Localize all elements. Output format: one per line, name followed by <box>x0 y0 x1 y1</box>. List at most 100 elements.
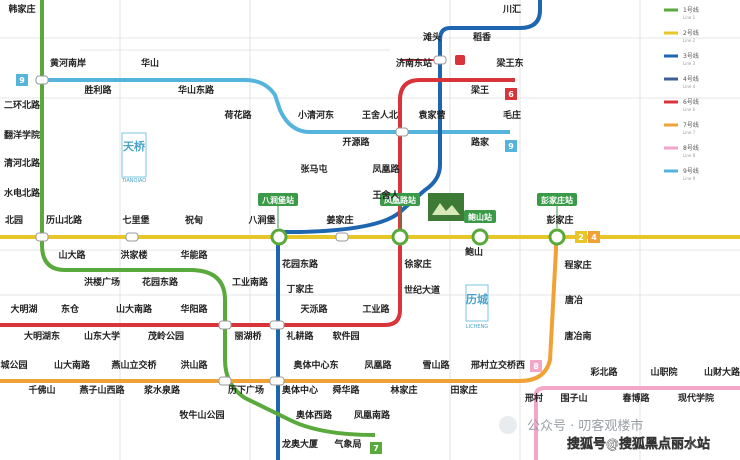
tag-l9-left: 9 <box>19 76 25 85</box>
legend-label-5: 6号线 <box>683 98 699 106</box>
legend-label-4: 4号线 <box>683 75 699 83</box>
station-label-xiandai_xueyuan: 现代学院 <box>678 392 714 404</box>
station-label-jiangquan: 浆水泉路 <box>143 384 181 396</box>
station-label-wangshe: 王舍人 <box>372 189 400 201</box>
station-label-huashan_donglu: 华山东路 <box>178 84 215 96</box>
station-label-lihuaqiao: 丽湖桥 <box>234 330 262 342</box>
badge-ganshan: 鲍山站 <box>464 210 496 223</box>
station-label-maozhuang_gy: 茂岭公园 <box>147 330 184 342</box>
station-label-shandong_daxue: 山东大学 <box>84 330 120 342</box>
station-label-ruanjianlu: 软件园 <box>332 330 359 342</box>
station-label-bei_quan: 北园 <box>5 214 23 226</box>
station-label-wangshe_bei: 王舍人北 <box>362 109 398 121</box>
station-label-hongshanlu: 洪山路 <box>180 359 208 371</box>
station-label-caibeilu: 彩北路 <box>589 366 618 378</box>
watermark-line1: 公众号 · 叨客观楼市 <box>527 418 643 434</box>
district-tianqiao-zh: 天桥 <box>123 139 146 153</box>
legend-en-4: Line 4 <box>683 84 696 89</box>
station-label-maozhuang: 毛庄 <box>503 109 521 121</box>
station-label-huayang: 华阳路 <box>180 303 208 315</box>
district-tianqiao: 天桥 TIANQIAO <box>121 132 147 184</box>
station-label-hongjialou: 洪家楼 <box>120 249 147 261</box>
station-label-yanshan_lijiao: 燕山立交桥 <box>111 359 157 371</box>
station-label-shanda_nan: 山大南路 <box>116 303 153 315</box>
station-label-xingcun: 邢村立交桥西 <box>471 359 525 371</box>
station-label-fanyang: 翻洋学院 <box>4 129 40 141</box>
legend-label-7: 8号线 <box>683 144 699 152</box>
station-label-huashan: 华山 <box>141 57 159 69</box>
station-label-shanda_nanlu: 山大南路 <box>54 359 91 371</box>
station-label-tianjiazhuang: 田家庄 <box>450 384 477 396</box>
station-label-weizishan: 围子山 <box>560 392 587 404</box>
station-label-tanghenanl: 唐冶南 <box>564 330 591 342</box>
legend-label-6: 7号线 <box>683 121 699 129</box>
legend-en-5: Line 6 <box>683 107 696 112</box>
station-label-hanjiazhuang: 韩家庄 <box>8 3 35 15</box>
station-label-damingh: 大明湖 <box>10 303 37 315</box>
district-licheng-zh: 历城 <box>466 292 488 306</box>
jinan-east-marker <box>455 55 465 65</box>
station-label-ligenglu: 礼耕路 <box>286 330 314 342</box>
station-label-linjiazhuang: 林家庄 <box>390 384 417 396</box>
station-label-qingheng: 清河北路 <box>4 157 41 169</box>
legend-label-1: 1号线 <box>683 6 699 14</box>
station-label-shanda_lu: 山大路 <box>58 249 86 261</box>
station-label-daminghu_dong: 大明湖东 <box>24 330 60 342</box>
svg-text:彭家庄站: 彭家庄站 <box>541 195 573 205</box>
station-label-daoxiang: 稻香 <box>473 31 492 43</box>
legend-en-2: Line 2 <box>683 38 696 43</box>
station-label-baijianbao: 八涧堡 <box>247 214 275 226</box>
station-label-jinan_east: 济南东站 <box>396 57 432 69</box>
svg-text:凤凰路站: 凤凰路站 <box>384 195 416 205</box>
station-dots <box>35 55 447 386</box>
district-licheng-en: LICHENG <box>466 324 488 330</box>
station-label-huanengl: 华能路 <box>180 249 208 261</box>
legend-label-8: 9号线 <box>683 167 699 175</box>
legend-en-6: Line 7 <box>683 130 696 135</box>
station-label-shuidian: 水电北路 <box>4 187 41 199</box>
legend-en-7: Line 8 <box>683 153 696 158</box>
station-label-huayuan_dong: 花园东路 <box>142 276 179 288</box>
station-label-shenglilu: 胜利路 <box>83 84 112 96</box>
badge-fenghuang: 凤凰路站 <box>380 193 420 228</box>
station-label-qilipu: 七里堡 <box>122 214 149 226</box>
station-label-aoti_xilu: 奥体西路 <box>295 409 333 421</box>
station-label-zhudian: 祝甸 <box>185 214 203 226</box>
station-label-xujiazhuang: 徐家庄 <box>403 258 431 270</box>
station-label-huayuan_donglu: 花园东路 <box>282 258 319 270</box>
legend-label-3: 3号线 <box>683 52 699 60</box>
station-label-yanzishan_xilu: 燕子山西路 <box>79 384 125 396</box>
legend-label-2: 2号线 <box>683 29 699 37</box>
station-label-chuanhui: 川汇 <box>502 3 521 15</box>
station-label-chunbolu: 春博路 <box>621 392 650 404</box>
station-label-lishan_bei: 历山北路 <box>46 214 83 226</box>
station-label-muniushan: 牧牛山公园 <box>179 409 224 421</box>
station-label-dingjiazhuang: 丁家庄 <box>286 283 313 295</box>
legend-en-3: Line 3 <box>683 61 696 66</box>
station-label-qixiangju: 气象局 <box>333 438 361 450</box>
station-label-fenghuanglu: 凤凰路 <box>372 163 400 175</box>
station-label-shijidadao: 世纪大道 <box>404 284 440 296</box>
badge-pengjia: 彭家庄站 <box>537 193 577 228</box>
station-label-fenghuanglu2: 凤凰路 <box>364 359 392 371</box>
station-label-liangwangdong: 梁王东 <box>495 57 523 69</box>
ganshan-logo <box>428 193 464 221</box>
station-label-longao_dasha: 龙奥大厦 <box>281 438 319 450</box>
station-label-lixia_guangchang: 历下广场 <box>228 384 264 396</box>
watermark-line2: 搜狐号@搜狐黑点丽水站 <box>567 436 710 452</box>
station-label-gongyelu: 工业路 <box>362 303 390 315</box>
watermark: 公众号 · 叨客观楼市 搜狐号@搜狐黑点丽水站 <box>499 416 710 452</box>
station-label-erhuanxilu: 二环北路 <box>4 99 41 111</box>
station-label-liangwang: 梁王 <box>470 84 489 96</box>
tag-l4: 4 <box>591 233 597 242</box>
station-label-shanzhi_lu: 山职院 <box>650 366 677 378</box>
line-1-path <box>40 0 376 437</box>
district-licheng: 历城 LICHENG <box>465 284 489 330</box>
tag-l7: 7 <box>373 444 379 453</box>
station-label-xueshanlu: 雪山路 <box>422 359 450 371</box>
svg-text:八涧堡站: 八涧堡站 <box>261 195 294 205</box>
station-label-huanghe_nanan: 黄河南岸 <box>50 57 86 69</box>
station-label-heze: 荷花路 <box>223 109 252 121</box>
